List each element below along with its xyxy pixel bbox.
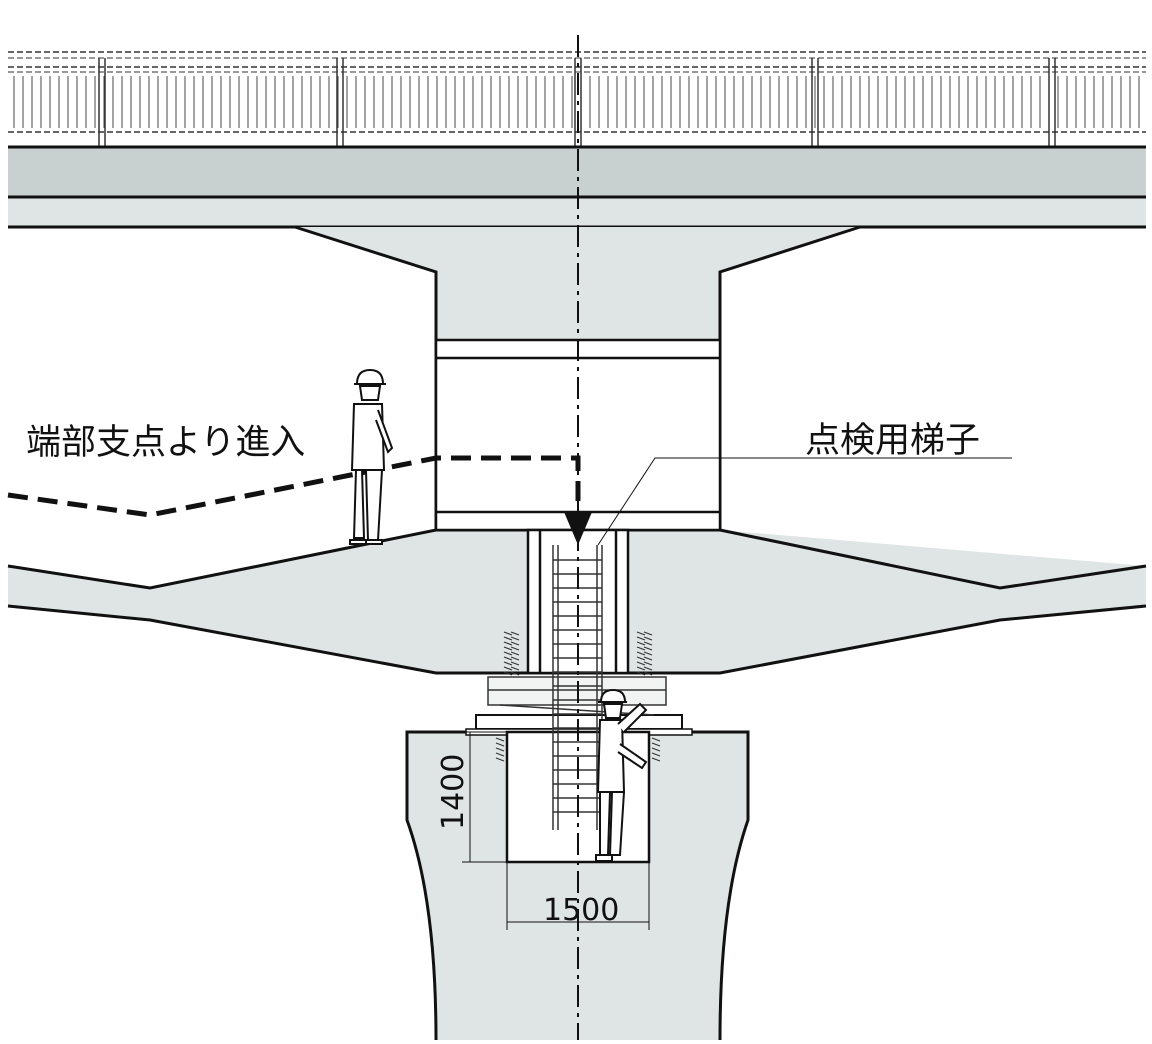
anchor-bolt-thread: [495, 747, 505, 752]
anchor-bolt-thread: [503, 641, 513, 646]
anchor-bolt-thread: [503, 666, 513, 671]
anchor-bolt-thread: [510, 651, 520, 656]
anchor-bolt-thread: [636, 646, 646, 651]
anchor-bolt-thread: [495, 742, 505, 747]
anchor-bolt-thread: [503, 631, 513, 636]
anchor-bolt-thread: [643, 666, 653, 671]
height-dimension-label: 1400: [436, 754, 471, 830]
anchor-bolt-thread: [495, 737, 505, 742]
railing: [8, 51, 1146, 160]
height-dimension: [462, 731, 507, 863]
anchor-bolt-thread: [643, 641, 653, 646]
anchor-bolt-thread: [636, 636, 646, 641]
anchor-bolt-thread: [643, 671, 653, 676]
anchor-bolt-thread: [503, 671, 513, 676]
anchor-bolt-thread: [643, 636, 653, 641]
anchor-bolt-thread: [651, 742, 661, 747]
anchor-bolt-thread: [503, 651, 513, 656]
anchor-bolt-thread: [510, 666, 520, 671]
width-dimension-label: 1500: [543, 893, 619, 928]
anchor-bolt-thread: [495, 757, 505, 762]
anchor-bolt-thread: [510, 661, 520, 666]
anchor-bolt-thread: [636, 671, 646, 676]
anchor-bolt-thread: [510, 671, 520, 676]
ladder-leader-line: [597, 457, 1012, 546]
railing-posts: [98, 58, 1056, 160]
anchor-bolt-thread: [651, 747, 661, 752]
worker-figure-1: [349, 368, 394, 545]
anchor-bolt-thread: [643, 656, 653, 661]
anchor-bolt-thread: [643, 631, 653, 636]
anchor-bolt-thread: [503, 646, 513, 651]
anchor-bolt-thread: [510, 631, 520, 636]
anchor-bolt-thread: [636, 666, 646, 671]
anchor-bolt-thread: [636, 631, 646, 636]
anchor-bolt-thread: [503, 656, 513, 661]
anchor-bolt-thread: [651, 737, 661, 742]
worker-figure-2: [595, 688, 648, 862]
railing-pickets: [13, 76, 1140, 128]
anchor-bolt-thread: [495, 752, 505, 757]
anchor-bolt-thread: [651, 757, 661, 762]
anchor-bolt-thread: [636, 656, 646, 661]
access-arrow: [564, 512, 592, 545]
anchor-bolt-thread: [643, 651, 653, 656]
anchor-bolt-thread: [503, 636, 513, 641]
width-dimension: [506, 862, 650, 930]
ladder-label: 点検用梯子: [805, 421, 980, 461]
anchor-bolt-thread: [643, 661, 653, 666]
anchor-bolt-thread: [651, 752, 661, 757]
anchor-bolt-thread: [636, 661, 646, 666]
anchor-bolt-thread: [636, 641, 646, 646]
bearing-anchor-bolts: [495, 631, 661, 762]
anchor-bolt-thread: [510, 636, 520, 641]
anchor-bolt-thread: [636, 651, 646, 656]
anchor-bolt-thread: [503, 661, 513, 666]
anchor-bolt-thread: [643, 646, 653, 651]
anchor-bolt-thread: [510, 641, 520, 646]
anchor-bolt-thread: [510, 646, 520, 651]
anchor-bolt-thread: [510, 656, 520, 661]
entry-label: 端部支点より進入: [26, 423, 305, 463]
access-path: [7, 455, 581, 518]
